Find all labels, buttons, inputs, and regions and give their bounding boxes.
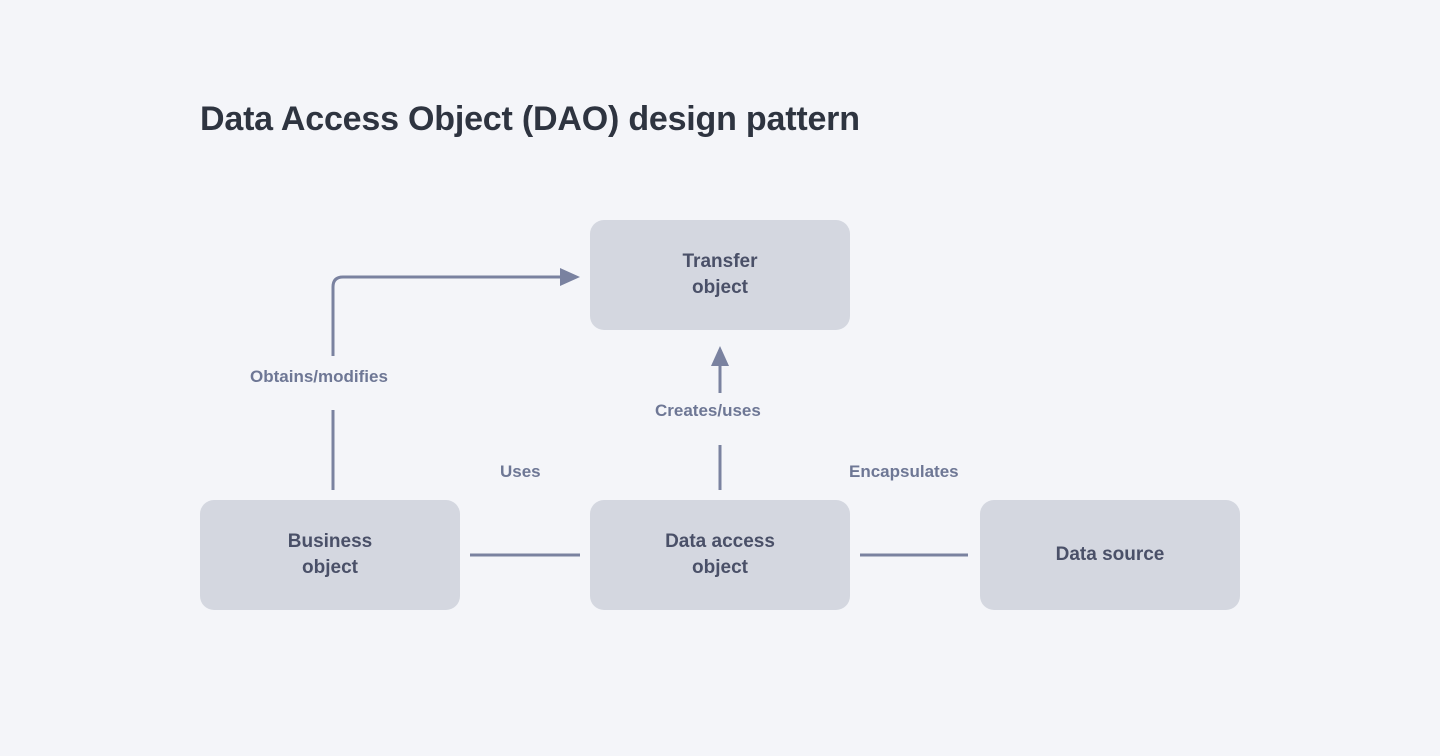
edge-label-creates-uses: Creates/uses: [655, 401, 761, 420]
node-business-object[interactable]: Business object: [200, 500, 460, 610]
node-data-source-label: Data source: [1055, 543, 1165, 565]
edge-obtains-modifies: [331, 268, 580, 490]
edge-obtains-modifies-arrowhead: [560, 268, 580, 286]
edge-creates-uses-arrowhead: [711, 346, 729, 366]
node-transfer-object-label: Transfer object: [682, 250, 758, 298]
node-transfer-object[interactable]: Transfer object: [590, 220, 850, 330]
edge-creates-uses: [711, 346, 729, 490]
node-data-access-object-label: Data access object: [665, 530, 775, 578]
page-title: Data Access Object (DAO) design pattern: [200, 100, 860, 138]
edge-label-obtains-modifies: Obtains/modifies: [250, 367, 388, 386]
node-data-source[interactable]: Data source: [980, 500, 1240, 610]
edge-label-encapsulates: Encapsulates: [849, 462, 959, 481]
edge-obtains-modifies-stem: [331, 275, 562, 356]
edge-label-uses: Uses: [500, 462, 541, 481]
node-data-access-object[interactable]: Data access object: [590, 500, 850, 610]
node-business-object-label: Business object: [287, 530, 373, 578]
